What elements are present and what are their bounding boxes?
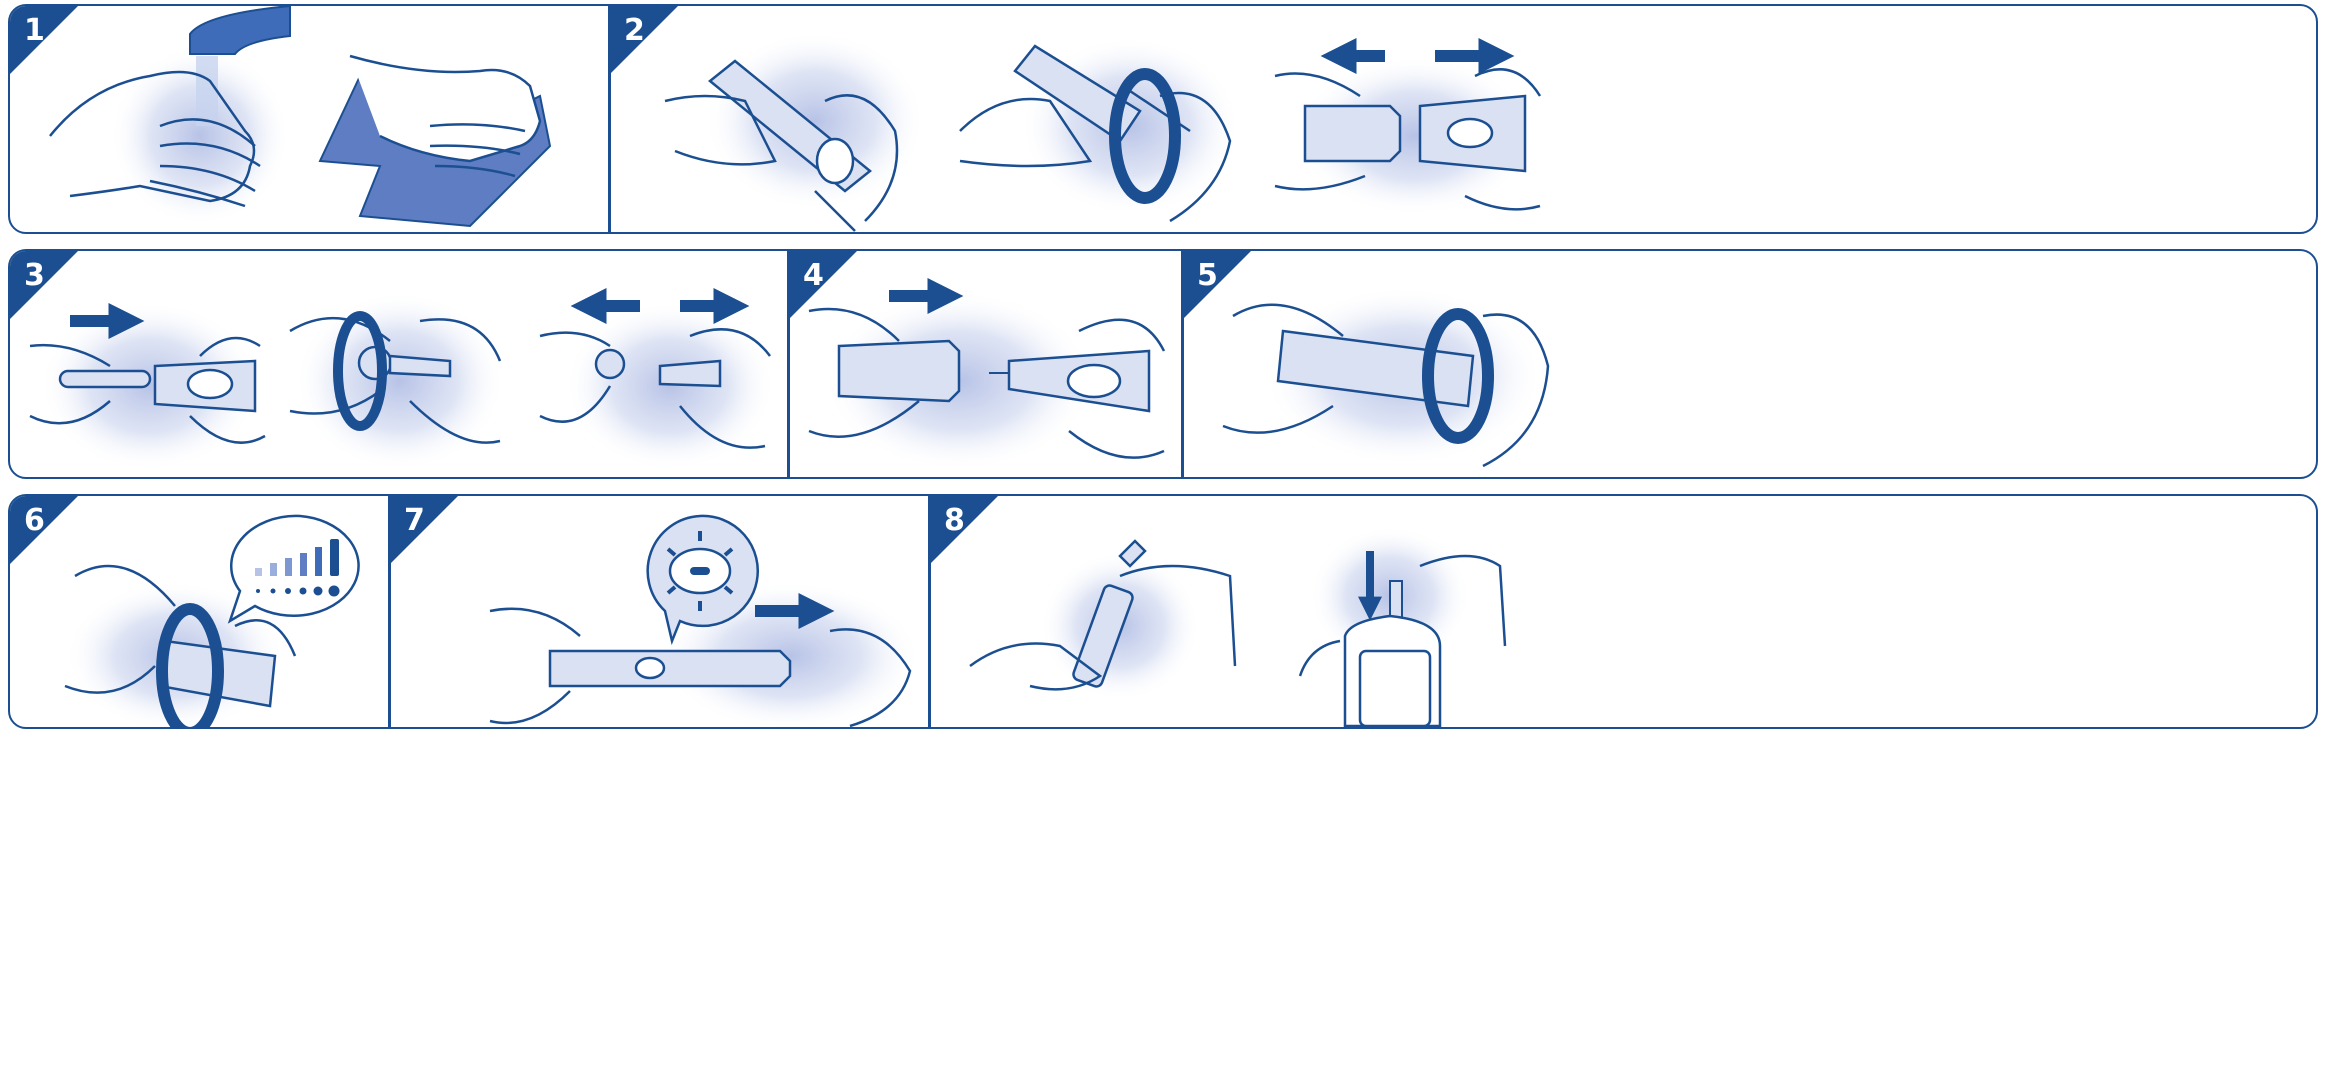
row-2: 3 4 <box>8 249 2318 479</box>
step-8-number: 8 <box>944 504 965 538</box>
hold-lancing-device-illustration <box>665 21 925 231</box>
hands-drying-towel-illustration <box>320 46 580 234</box>
zoomed-release-button-bubble <box>640 511 760 641</box>
hands-under-faucet-illustration <box>30 6 290 231</box>
step-8-panel: 8 <box>930 496 2318 727</box>
step-3-panel: 3 <box>10 251 787 477</box>
remove-test-strip-illustration <box>970 536 1270 726</box>
twist-cap-to-lock-illustration <box>1223 276 1553 476</box>
step-4-panel: 4 <box>789 251 1181 477</box>
step-1-panel: 1 <box>10 6 608 232</box>
insert-lancet-illustration <box>30 286 270 476</box>
pull-cap-from-device-illustration <box>1275 36 1545 221</box>
step-7-panel: 7 <box>390 496 928 727</box>
step-6-number: 6 <box>24 504 45 538</box>
row-3: 6 7 <box>8 494 2318 729</box>
step-2-number: 2 <box>624 14 645 48</box>
step-5-panel: 5 <box>1183 251 2318 477</box>
step-6-panel: 6 <box>10 496 388 727</box>
step-2-panel: 2 <box>610 6 2318 232</box>
pull-off-lancet-cover-illustration <box>540 286 780 476</box>
insert-strip-in-meter-illustration <box>1290 526 1510 726</box>
row-1: 1 2 <box>8 4 2318 234</box>
twist-cap-off-illustration <box>960 21 1250 231</box>
push-cap-back-on-illustration <box>809 281 1169 476</box>
depth-scale-bubble <box>225 511 375 621</box>
step-7-number: 7 <box>404 504 425 538</box>
step-5-number: 5 <box>1197 259 1218 293</box>
twist-off-lancet-cover-illustration <box>290 281 510 476</box>
